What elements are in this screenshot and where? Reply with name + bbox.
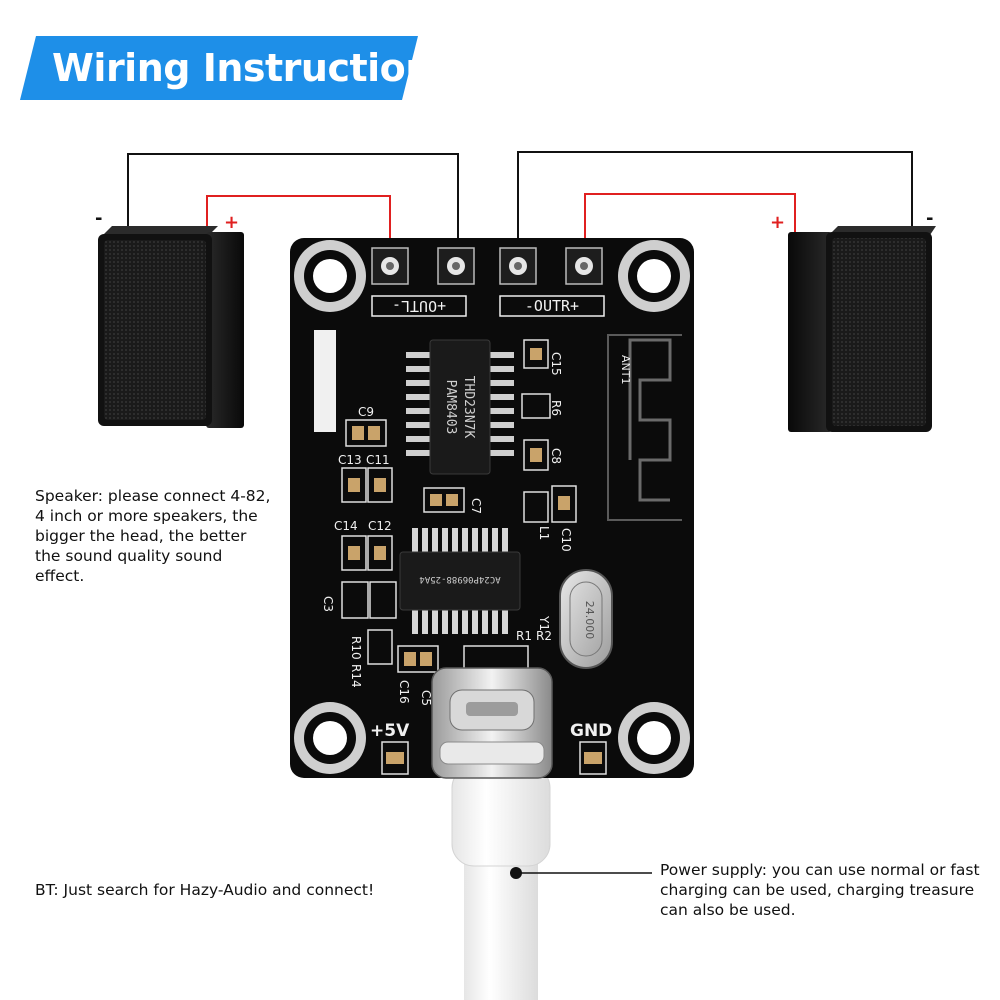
crystal-label: 24.000 — [583, 601, 596, 640]
right-speaker — [788, 226, 936, 432]
title-banner: Wiring Instructions — [20, 36, 454, 100]
output-pads — [371, 247, 603, 285]
silk-r2: R2 — [536, 629, 552, 643]
speaker-note-line: the sound quality sound — [35, 547, 223, 565]
silk-c11: C11 — [366, 453, 390, 467]
silk-c13: C13 — [338, 453, 362, 467]
speaker-note: Speaker: please connect 4-82, 4 inch or … — [35, 486, 285, 586]
outr-label: -OUTR+ — [525, 297, 579, 315]
mounting-holes — [294, 240, 690, 774]
bt-note: BT: Just search for Hazy-Audio and conne… — [35, 881, 375, 899]
silk-r1: R1 — [516, 629, 532, 643]
power-note-line: charging can be used, charging treasure — [660, 881, 975, 899]
speaker-note-line: 4 inch or more speakers, the — [35, 507, 258, 525]
speaker-note-line: Speaker: please connect 4-82, — [35, 487, 271, 505]
bluetooth-amplifier-board: +OUTL- -OUTR+ ANT1 PAM8403 THD23N7K — [290, 238, 694, 778]
left-speaker — [98, 226, 244, 428]
chip1-line2: THD23N7K — [461, 376, 476, 439]
silk-c15: C15 — [549, 352, 563, 376]
left-negative-wire — [127, 153, 459, 262]
left-plus-sign: + — [224, 212, 239, 233]
power-plus-label: +5V — [370, 721, 410, 741]
outl-label: +OUTL- — [392, 297, 446, 315]
right-minus-sign: - — [926, 208, 933, 229]
amplifier-chip: PAM8403 THD23N7K — [406, 339, 514, 475]
page-title: Wiring Instructions — [52, 46, 454, 90]
silk-r6: R6 — [549, 400, 563, 416]
silkscreen-labels: C15 R6 C8 C9 C13 C11 C7 L1 C10 C14 C12 C… — [321, 352, 573, 706]
chip2-label: AC24P06988-25A4 — [419, 574, 500, 584]
antenna-label: ANT1 — [619, 355, 632, 384]
silk-l1: L1 — [537, 526, 551, 540]
power-note: Power supply: you can use normal or fast… — [660, 860, 990, 920]
left-positive-wire — [206, 195, 391, 262]
power-gnd-label: GND — [570, 721, 612, 741]
silk-c12: C12 — [368, 519, 392, 533]
smd-bodies — [348, 348, 602, 764]
silk-r10: R10 — [349, 636, 363, 660]
smd-components — [341, 339, 607, 775]
silk-c5: C5 — [419, 690, 433, 706]
crystal-oscillator: 24.000 — [559, 569, 613, 669]
right-positive-wire — [584, 193, 796, 262]
silk-c14: C14 — [334, 519, 358, 533]
silk-c3: C3 — [321, 596, 335, 612]
silk-r14: R14 — [349, 664, 363, 688]
power-callout-dot — [510, 867, 522, 879]
left-minus-sign: - — [95, 208, 102, 229]
chip1-line1: PAM8403 — [443, 380, 458, 435]
silk-y1: Y1 — [537, 615, 551, 631]
silk-c16: C16 — [397, 680, 411, 704]
power-note-line: Power supply: you can use normal or fast — [660, 861, 980, 879]
silk-c9: C9 — [358, 405, 374, 419]
wires — [127, 151, 913, 262]
bluetooth-chip: AC24P06988-25A4 — [399, 528, 521, 634]
speaker-note-line: bigger the head, the better — [35, 527, 247, 545]
silk-c10: C10 — [559, 528, 573, 552]
speaker-note-line: effect. — [35, 567, 85, 585]
right-negative-wire — [517, 151, 913, 262]
banner-shape — [20, 36, 418, 100]
silk-c7: C7 — [469, 498, 483, 514]
power-note-line: can also be used. — [660, 901, 796, 919]
right-plus-sign: + — [770, 212, 785, 233]
pcb-antenna: ANT1 — [607, 334, 682, 521]
usb-c-port[interactable] — [431, 667, 553, 779]
silk-c8: C8 — [549, 448, 563, 464]
